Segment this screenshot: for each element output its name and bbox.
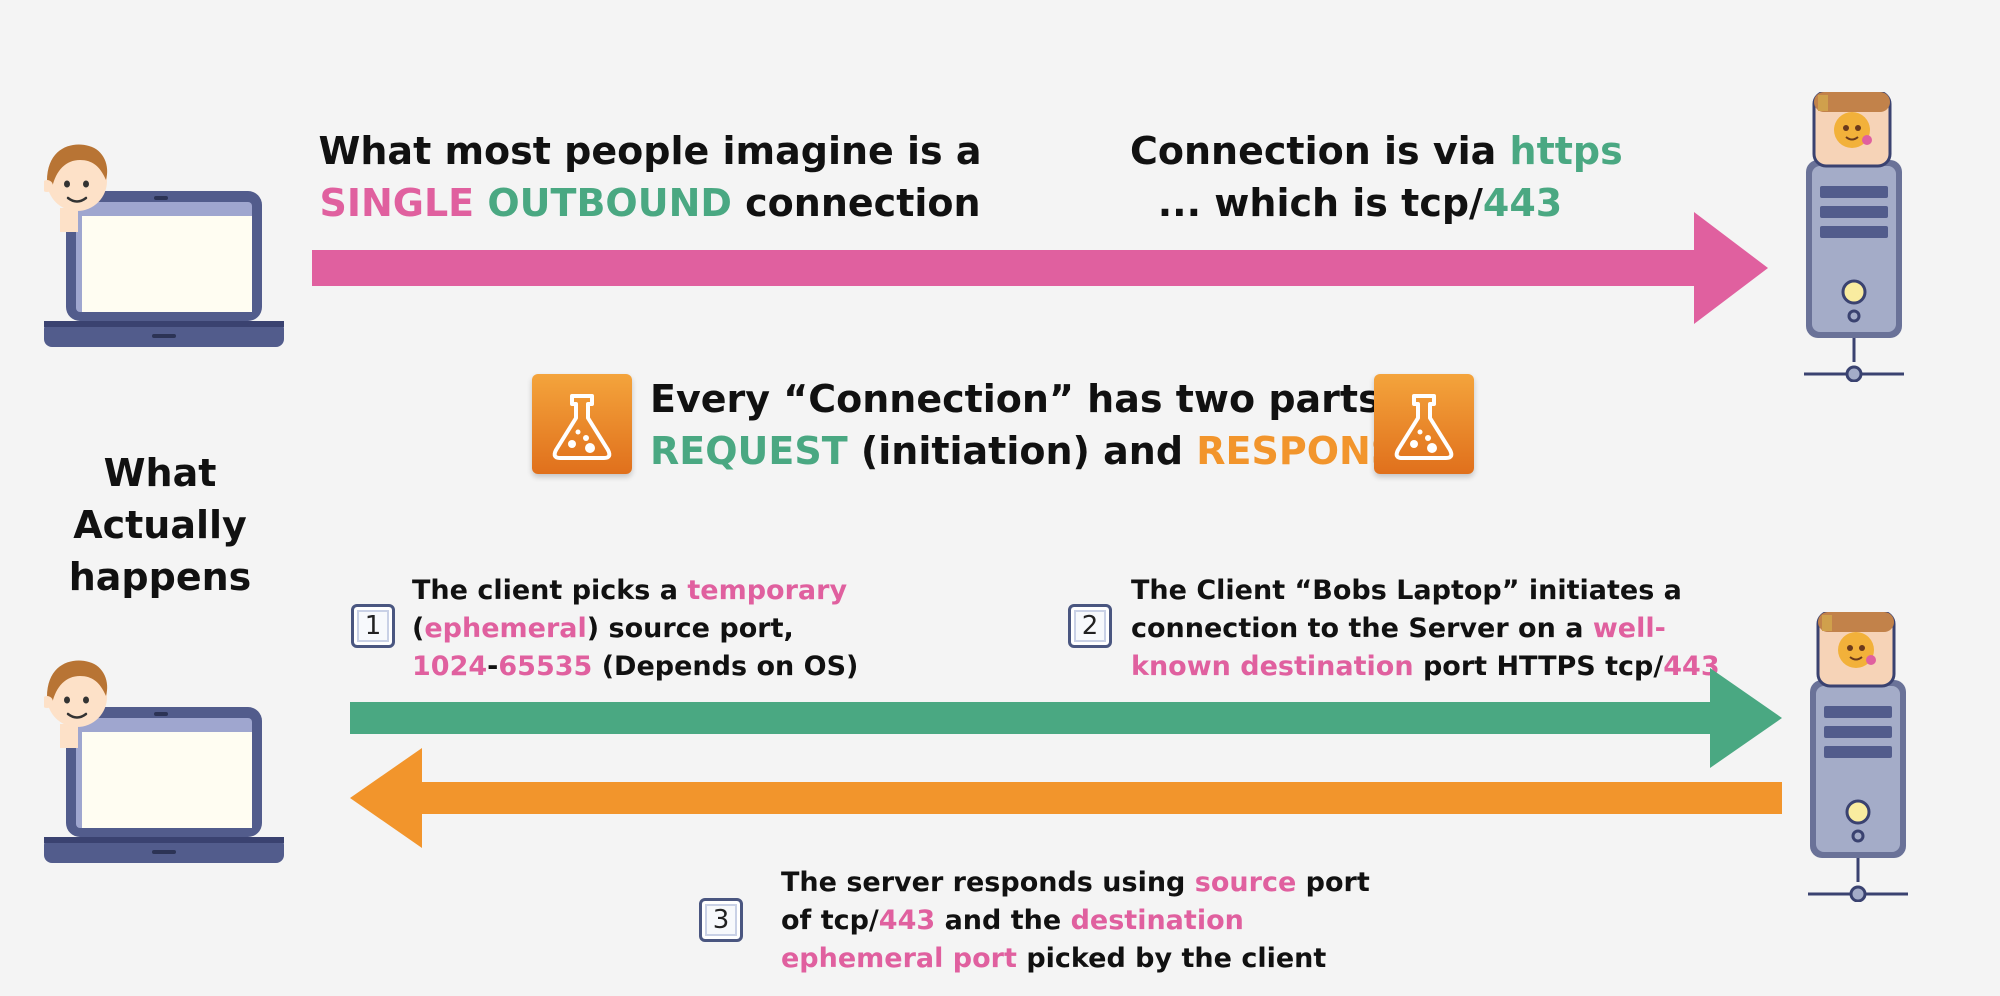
step-1-l2-suffix: ) source port, <box>586 613 794 644</box>
what-actually-happens: What Actually happens <box>40 447 280 603</box>
flask-icon-left <box>532 374 632 474</box>
source-label: source <box>1194 867 1297 898</box>
outbound-label: OUTBOUND <box>487 181 732 225</box>
step-1-badge: 1 <box>351 604 395 648</box>
step-1-l1-prefix: The client picks a <box>412 575 678 606</box>
step-2-l2-prefix: connection to the Server on a <box>1131 613 1584 644</box>
top-left-caption: What most people imagine is a SINGLE OUT… <box>300 125 1000 229</box>
port-443-label: 443 <box>1482 181 1563 225</box>
side-label-line3: happens <box>68 555 252 599</box>
step-3-line2: of tcp/443 and the destination <box>781 902 1370 940</box>
step-1-line1: The client picks a temporary <box>412 572 858 610</box>
destination-label: destination <box>1070 905 1244 936</box>
step-3-l2-prefix: of tcp/ <box>781 905 879 936</box>
bottom-laptop <box>44 652 284 867</box>
well-label: well- <box>1592 613 1666 644</box>
port-high: 65535 <box>498 651 593 682</box>
step-3-l2-mid: and the <box>944 905 1062 936</box>
side-label-line2: Actually <box>73 503 247 547</box>
single-label: SINGLE <box>319 181 475 225</box>
https-label: https <box>1509 129 1623 173</box>
temporary-label: temporary <box>687 575 848 606</box>
response-arrow <box>350 748 1782 848</box>
step-3-line3: ephemeral port picked by the client <box>781 940 1370 978</box>
flask-icon <box>1394 394 1454 460</box>
step-3-line1: The server responds using source port <box>781 864 1370 902</box>
step-3-l1-prefix: The server responds using <box>781 867 1186 898</box>
step-3-badge: 3 <box>699 898 743 942</box>
initiation-text: (initiation) and <box>860 429 1184 473</box>
flask-icon <box>552 394 612 460</box>
bottom-server <box>1808 612 1908 902</box>
step-2-l3-mid: port HTTPS tcp/ <box>1422 651 1664 682</box>
step-3-port-443: 443 <box>878 905 936 936</box>
parts-line1: Every “Connection” has two parts - <box>650 377 1410 421</box>
top-right-line1: Connection is via https <box>1130 125 1623 177</box>
step-1-text: The client picks a temporary (ephemeral)… <box>412 572 858 686</box>
step-2-line3: known destination port HTTPS tcp/443 <box>1131 648 1720 686</box>
open-paren: ( <box>412 613 425 644</box>
server-icon <box>1804 92 1904 382</box>
request-arrow <box>350 668 1782 768</box>
side-label-line1: What <box>103 451 217 495</box>
top-right-caption: Connection is via https ... which is tcp… <box>1130 125 1623 229</box>
step-2-text: The Client “Bobs Laptop” initiates a con… <box>1131 572 1720 686</box>
tcp-text: ... which is tcp/ <box>1157 181 1483 225</box>
outbound-arrow <box>312 212 1768 324</box>
step-2-line1: The Client “Bobs Laptop” initiates a <box>1131 575 1682 606</box>
known-destination-label: known destination <box>1131 651 1414 682</box>
step-3-l3-suffix: picked by the client <box>1026 943 1327 974</box>
ephemeral-label: ephemeral <box>424 613 587 644</box>
port-low: 1024 <box>412 651 488 682</box>
step-2-line2: connection to the Server on a well- <box>1131 610 1720 648</box>
connection-label: connection <box>745 181 981 225</box>
top-left-line1: What most people imagine is a <box>318 129 982 173</box>
port-dash: - <box>487 651 499 682</box>
step-3-text: The server responds using source port of… <box>781 864 1370 978</box>
top-left-line2: SINGLE OUTBOUND connection <box>300 177 1000 229</box>
parts-line2: REQUEST (initiation) and RESPONSE <box>650 425 1424 477</box>
ephemeral-port-label: ephemeral port <box>781 943 1017 974</box>
server-icon <box>1808 612 1908 902</box>
depends-on-os: (Depends on OS) <box>601 651 859 682</box>
top-server <box>1804 92 1904 382</box>
request-label: REQUEST <box>650 429 848 473</box>
laptop-user-icon <box>44 659 284 865</box>
via-text: Connection is via <box>1130 129 1497 173</box>
step-3-l1-suffix: port <box>1305 867 1370 898</box>
laptop-user-icon <box>44 143 284 349</box>
step-2-badge: 2 <box>1068 604 1112 648</box>
step-1-line2: (ephemeral) source port, <box>412 610 858 648</box>
top-laptop <box>44 136 284 351</box>
flask-icon-right <box>1374 374 1474 474</box>
connection-parts-caption: Every “Connection” has two parts - REQUE… <box>650 373 1424 477</box>
step-1-line3: 1024-65535 (Depends on OS) <box>412 648 858 686</box>
top-right-line2: ... which is tcp/443 <box>1130 177 1590 229</box>
